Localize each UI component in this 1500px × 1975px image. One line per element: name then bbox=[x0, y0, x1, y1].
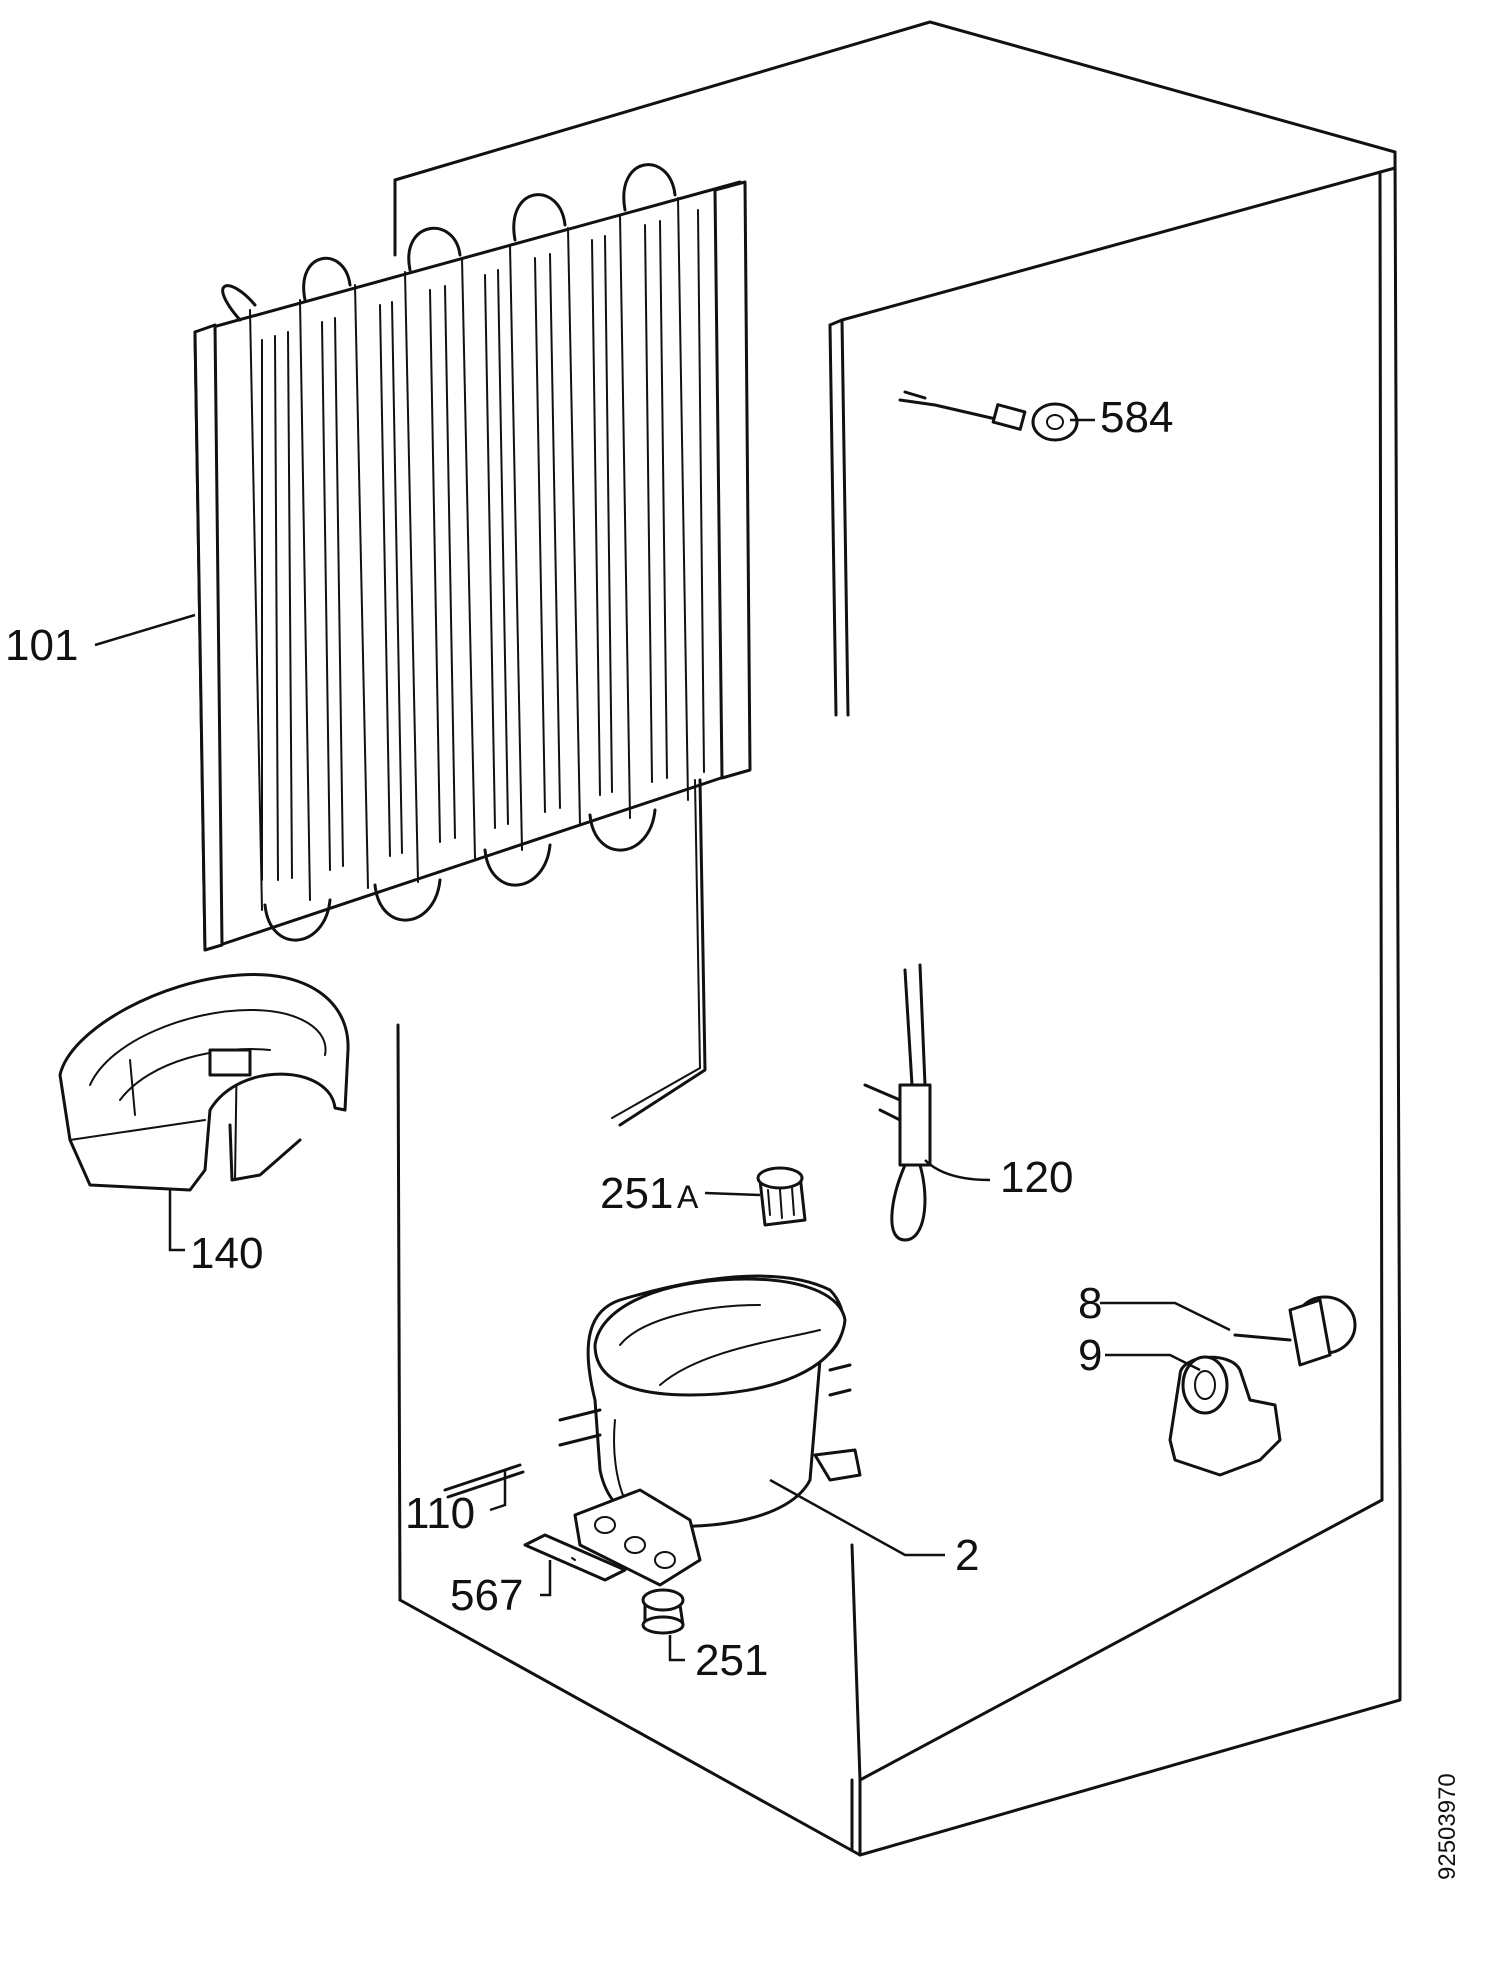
label-101: 101 bbox=[5, 621, 78, 670]
grommet-251a bbox=[756, 1166, 807, 1227]
label-8: 8 bbox=[1078, 1279, 1102, 1328]
plate-567 bbox=[523, 1533, 627, 1582]
label-110: 110 bbox=[405, 1489, 475, 1538]
cabinet-body bbox=[393, 20, 1402, 1857]
relay-120 bbox=[863, 963, 932, 1242]
label-120: 120 bbox=[1000, 1153, 1073, 1202]
label-567: 567 bbox=[450, 1571, 523, 1620]
compressor-2 bbox=[558, 1274, 862, 1587]
label-140: 140 bbox=[190, 1229, 263, 1278]
label-251a-suffix: A bbox=[677, 1179, 699, 1215]
leader-lines bbox=[94, 418, 1231, 1662]
overload-protector-8 bbox=[1233, 1295, 1357, 1367]
label-9: 9 bbox=[1078, 1331, 1102, 1380]
relay-housing-9 bbox=[1168, 1355, 1282, 1477]
thermostat-bulb-584 bbox=[898, 390, 1079, 442]
label-251: 251 bbox=[695, 1636, 768, 1685]
pipe-110 bbox=[443, 1463, 525, 1499]
drip-tray-140 bbox=[58, 972, 350, 1192]
label-2: 2 bbox=[955, 1531, 979, 1580]
label-251a-number: 251 bbox=[600, 1169, 673, 1218]
condenser-101 bbox=[193, 163, 752, 1181]
grommet-251 bbox=[641, 1588, 685, 1635]
door-panel bbox=[828, 166, 1397, 1782]
label-584: 584 bbox=[1100, 393, 1173, 442]
document-id: 92503970 bbox=[1434, 1773, 1461, 1880]
